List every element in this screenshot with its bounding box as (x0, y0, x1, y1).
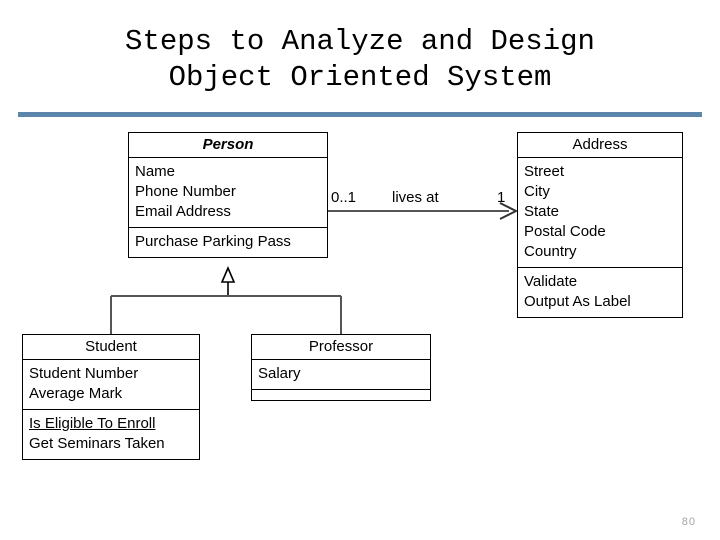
uml-attribute: Phone Number (135, 183, 236, 200)
uml-operations-address: Validate Output As Label (518, 267, 682, 317)
uml-class-name-professor: Professor (252, 335, 430, 360)
uml-operation: Validate (524, 273, 578, 290)
association-target-multiplicity: 1 (497, 189, 506, 206)
uml-operations-person: Purchase Parking Pass (129, 227, 327, 257)
uml-attributes-person: Name Phone Number Email Address (129, 158, 327, 227)
uml-attributes-student: Student Number Average Mark (23, 360, 199, 409)
uml-attributes-professor: Salary (252, 360, 430, 389)
title-divider (18, 112, 702, 117)
uml-operation: Get Seminars Taken (29, 435, 165, 452)
page-title: Steps to Analyze and Design Object Orien… (125, 25, 595, 94)
uml-class-professor[interactable]: Professor Salary (251, 334, 431, 401)
uml-attribute: City (524, 183, 550, 200)
uml-attribute: Country (524, 243, 577, 260)
uml-attribute: Student Number (29, 365, 139, 382)
uml-attribute: Salary (258, 365, 301, 382)
uml-attribute: Email Address (135, 203, 231, 220)
uml-attribute: State (524, 203, 560, 220)
page-number: 80 (681, 516, 696, 528)
uml-attributes-address: Street City State Postal Code Country (518, 158, 682, 267)
uml-operation: Purchase Parking Pass (135, 233, 291, 250)
uml-class-student[interactable]: Student Student Number Average Mark Is E… (22, 334, 200, 460)
uml-operations-student: Is Eligible To Enroll Get Seminars Taken (23, 409, 199, 459)
association-source-multiplicity: 0..1 (331, 189, 357, 206)
association-label: lives at (392, 189, 439, 206)
uml-class-person[interactable]: Person Name Phone Number Email Address P… (128, 132, 328, 258)
uml-operation: Output As Label (524, 293, 631, 310)
generalization-triangle-icon (220, 265, 236, 283)
uml-operation-static: Is Eligible To Enroll (29, 415, 156, 432)
association-arrowhead-open (499, 202, 519, 220)
uml-attribute: Street (524, 163, 565, 180)
uml-class-name-student: Student (23, 335, 199, 360)
uml-attribute: Name (135, 163, 176, 180)
uml-class-name-address: Address (518, 133, 682, 158)
uml-attribute: Postal Code (524, 223, 606, 240)
uml-class-address[interactable]: Address Street City State Postal Code Co… (517, 132, 683, 318)
uml-attribute: Average Mark (29, 385, 123, 402)
uml-operations-professor (252, 389, 430, 400)
uml-class-name-person: Person (129, 133, 327, 158)
